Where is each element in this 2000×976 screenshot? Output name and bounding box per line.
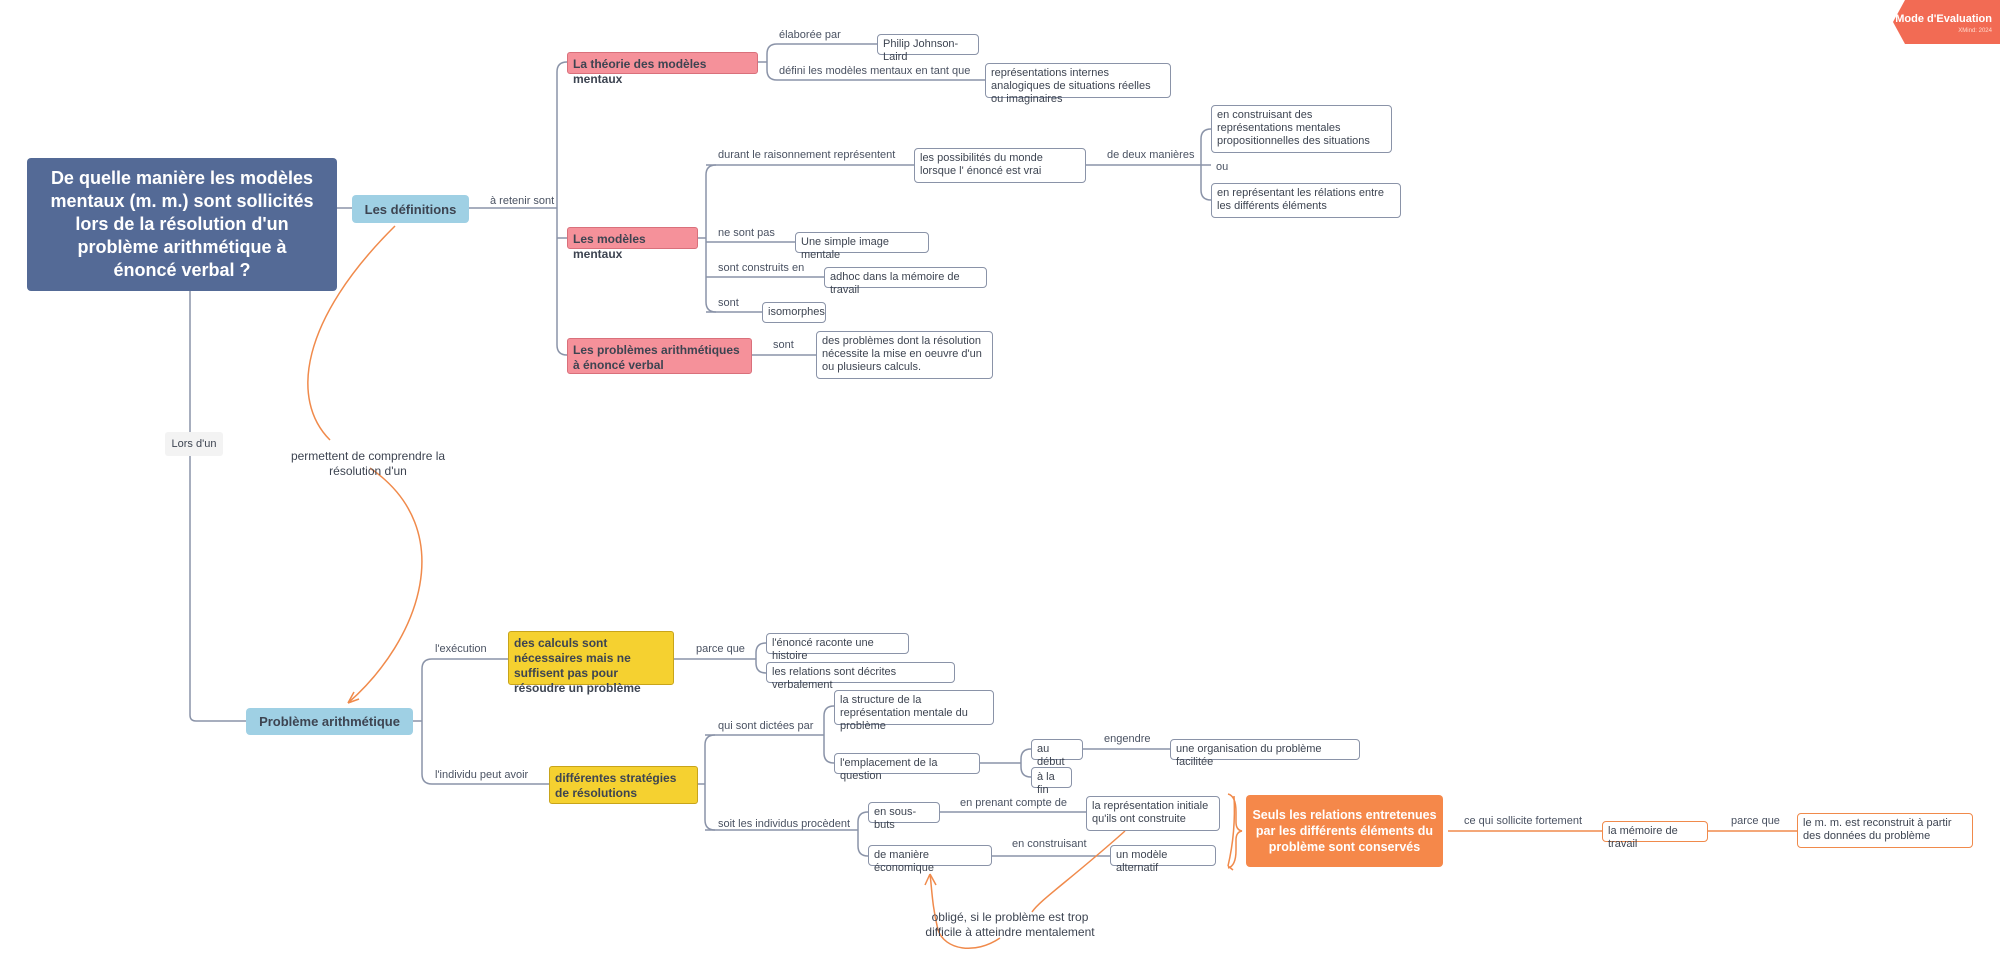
node-reconstruct[interactable]: le m. m. est reconstruit à partir des do… [1797, 813, 1973, 848]
badge-title: Mode d'Evaluation [1895, 13, 1992, 25]
node-reason-verbal[interactable]: les relations sont décrites verbalement [766, 662, 955, 691]
node-mental-models[interactable]: Les modèles mentaux [567, 227, 698, 261]
label-parce-que-2: parce que [1731, 815, 1780, 827]
label-deux-manieres: de deux manières [1107, 149, 1195, 161]
badge-shape [1893, 0, 2000, 44]
node-subgoals[interactable]: en sous-buts [868, 802, 940, 831]
node-at-end[interactable]: à la fin [1031, 767, 1072, 796]
label-engendre: engendre [1104, 733, 1151, 745]
label-prenant-compte: en prenant compte de [960, 797, 1068, 809]
label-execution: l'exécution [435, 643, 487, 655]
node-alternative[interactable]: un modèle alternatif [1110, 845, 1216, 874]
node-way1[interactable]: en construisant des représentations ment… [1211, 105, 1392, 153]
relation-lors-dun[interactable]: Lors d'un [165, 432, 223, 456]
badge-subtitle: XMind: 2024 [1958, 28, 1992, 34]
node-isomorphes[interactable]: isomorphes [762, 302, 826, 323]
node-strategies[interactable]: différentes stratégies de résolutions [549, 766, 698, 804]
label-construisant: en construisant [1012, 838, 1087, 850]
node-summary[interactable]: Seuls les relations entretenues par les … [1246, 795, 1443, 867]
label-problems-sont: sont [773, 339, 794, 351]
node-calculations[interactable]: des calculs sont nécessaires mais ne suf… [508, 631, 674, 695]
label-a-retenir: à retenir sont [490, 195, 555, 207]
node-problems-def[interactable]: des problèmes dont la résolution nécessi… [816, 331, 993, 379]
node-not-image[interactable]: Une simple image mentale [795, 232, 929, 261]
label-ne-sont-pas: ne sont pas [718, 227, 775, 239]
label-defini: défini les modèles mentaux en tant que [779, 65, 971, 77]
topic-definitions[interactable]: Les définitions [352, 195, 469, 223]
node-economic[interactable]: de manière économique [868, 845, 992, 874]
evaluation-mode-badge[interactable]: Mode d'Evaluation XMind: 2024 [1893, 0, 2000, 44]
label-ou: ou [1216, 161, 1229, 173]
node-question-place[interactable]: l'emplacement de la question [834, 753, 980, 782]
relation-oblige[interactable]: obligé, si le problème est trop difficil… [925, 910, 1095, 939]
label-elaboree: élaborée par [779, 29, 841, 41]
summary-brace [1227, 793, 1243, 869]
label-individu: l'individu peut avoir [435, 769, 529, 781]
label-construits: sont construits en [718, 262, 805, 274]
label-dictees: qui sont dictées par [718, 720, 814, 732]
node-working-memory[interactable]: la mémoire de travail [1602, 821, 1708, 850]
node-way2[interactable]: en représentant les rélations entre les … [1211, 183, 1401, 218]
node-reason-story[interactable]: l'énoncé raconte une histoire [766, 633, 909, 662]
label-sont: sont [718, 297, 739, 309]
node-initial-rep[interactable]: la représentation initiale qu'ils ont co… [1086, 796, 1220, 831]
relation-permettent[interactable]: permettent de comprendre la résolution d… [290, 449, 446, 478]
node-theory[interactable]: La théorie des modèles mentaux [567, 52, 758, 86]
node-author[interactable]: Philip Johnson-Laird [877, 34, 979, 63]
node-theory-def[interactable]: représentations internes analogiques de … [985, 63, 1171, 105]
label-sollicite: ce qui sollicite fortement [1464, 815, 1582, 827]
label-parce-que: parce que [696, 643, 745, 655]
node-arith-problems[interactable]: Les problèmes arithmétiques à énoncé ver… [567, 338, 752, 374]
node-organisation[interactable]: une organisation du problème facilitée [1170, 739, 1360, 768]
node-possibilities[interactable]: les possibilités du monde lorsque l' éno… [914, 148, 1086, 183]
root-topic[interactable]: De quelle manière les modèles mentaux (m… [27, 158, 337, 291]
node-at-start[interactable]: au début [1031, 739, 1083, 768]
label-procedent: soit les individus procèdent [718, 818, 851, 830]
label-durant: durant le raisonnement représentent [718, 149, 896, 161]
node-adhoc[interactable]: adhoc dans la mémoire de travail [824, 267, 987, 296]
node-structure[interactable]: la structure de la représentation mental… [834, 690, 994, 732]
topic-arith-problem[interactable]: Problème arithmétique [246, 708, 413, 735]
